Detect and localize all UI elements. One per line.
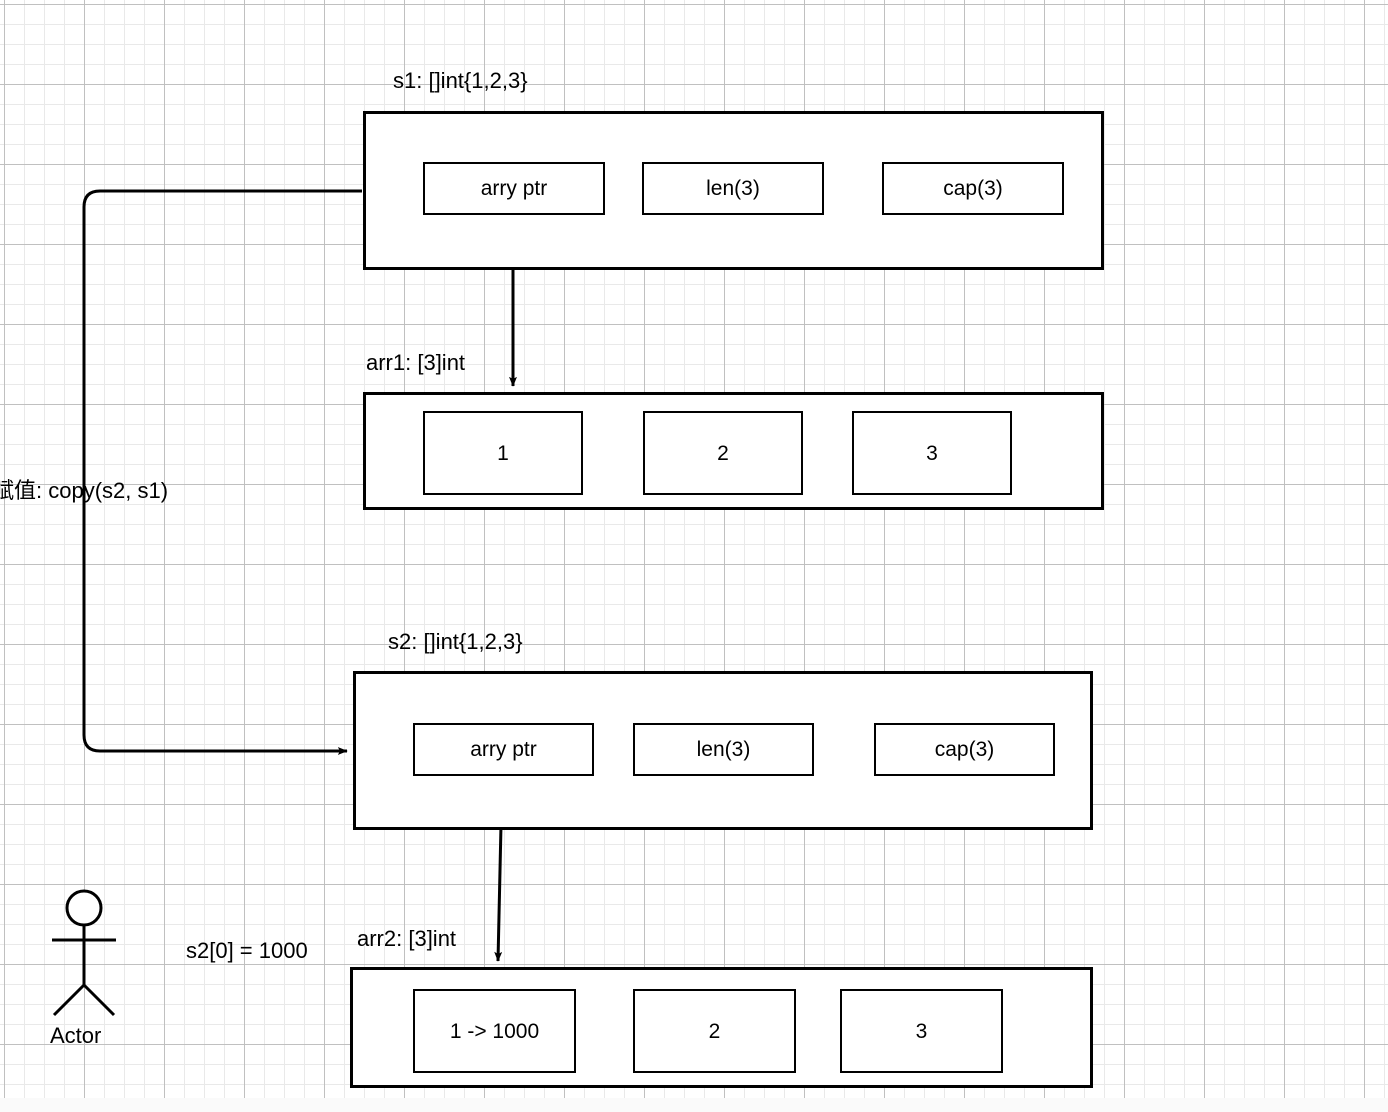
arr2-struct-box: 1 -> 1000 2 3: [350, 967, 1093, 1088]
copy-call-label: 赋值: copy(s2, s1): [0, 478, 169, 503]
arr2-element-2[interactable]: 3: [840, 989, 1003, 1073]
s2-field-arry-ptr[interactable]: arry ptr: [413, 723, 594, 776]
s1-field-cap[interactable]: cap(3): [882, 162, 1064, 215]
s2-field-len[interactable]: len(3): [633, 723, 814, 776]
arr1-element-0[interactable]: 1: [423, 411, 583, 495]
arrow-copy-s1-to-s2: [82, 189, 362, 755]
s2-struct-box: arry ptr len(3) cap(3): [353, 671, 1093, 830]
arr1-title-label: arr1: [3]int: [366, 350, 466, 375]
arr1-element-2[interactable]: 3: [852, 411, 1012, 495]
s1-field-arry-ptr[interactable]: arry ptr: [423, 162, 605, 215]
arr2-element-0[interactable]: 1 -> 1000: [413, 989, 576, 1073]
arr1-struct-box: 1 2 3: [363, 392, 1104, 510]
s2-title-label: s2: []int{1,2,3}: [388, 629, 523, 654]
canvas-bottom-strip: [0, 1098, 1388, 1112]
arr1-element-1[interactable]: 2: [643, 411, 803, 495]
actor-icon: [52, 889, 116, 1017]
arr2-title-label: arr2: [3]int: [357, 926, 457, 951]
arr2-element-1[interactable]: 2: [633, 989, 796, 1073]
s1-title-label: s1: []int{1,2,3}: [393, 68, 528, 93]
s2-field-cap[interactable]: cap(3): [874, 723, 1055, 776]
assignment-label: s2[0] = 1000: [186, 938, 308, 963]
s1-field-len[interactable]: len(3): [642, 162, 824, 215]
actor-label: Actor: [50, 1023, 102, 1048]
s1-struct-box: arry ptr len(3) cap(3): [363, 111, 1104, 270]
